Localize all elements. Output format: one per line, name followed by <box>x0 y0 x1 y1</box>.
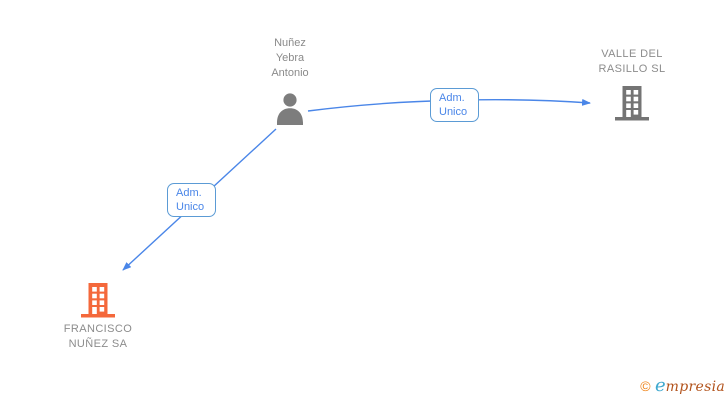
copyright-icon: © <box>640 378 651 394</box>
company-node-valle-del-rasillo[interactable]: VALLE DEL RASILLO SL <box>572 47 692 121</box>
person-name-line3: Antonio <box>271 67 309 79</box>
person-name-line1: Nuñez <box>274 37 306 49</box>
person-name: Nuñez Yebra Antonio <box>271 36 308 81</box>
edge-label-valle-line1: Adm. <box>439 92 465 104</box>
person-node-nunez-yebra-antonio[interactable]: Nuñez Yebra Antonio <box>230 36 350 127</box>
company-node-francisco-nunez[interactable]: FRANCISCO NUÑEZ SA <box>38 283 158 352</box>
company-valle-name: VALLE DEL RASILLO SL <box>599 47 666 77</box>
company-valle-name-line2: RASILLO SL <box>598 63 666 75</box>
company-valle-name-line1: VALLE DEL <box>601 48 663 60</box>
edge-label-francisco-line2: Unico <box>176 201 205 213</box>
person-name-line2: Yebra <box>275 52 305 64</box>
building-icon-orange <box>81 283 115 318</box>
brand-initial: e <box>655 375 666 396</box>
company-francisco-name-line2: NUÑEZ SA <box>68 338 128 350</box>
company-francisco-name-line1: FRANCISCO <box>63 323 133 335</box>
edge-label-adm-unico-valle: Adm. Unico <box>430 88 479 122</box>
company-francisco-name: FRANCISCO NUÑEZ SA <box>64 322 132 352</box>
edge-label-francisco-line1: Adm. <box>176 187 202 199</box>
edge-label-valle-line2: Unico <box>439 106 468 118</box>
empresia-logo[interactable]: © empresia <box>640 375 725 396</box>
building-icon-gray <box>615 86 649 121</box>
edge-label-adm-unico-francisco: Adm. Unico <box>167 183 216 217</box>
brand-name: mpresia <box>665 379 725 395</box>
person-icon <box>277 93 303 125</box>
